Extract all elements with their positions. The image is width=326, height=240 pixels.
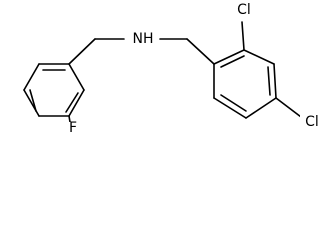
bond <box>213 97 247 119</box>
double-bond-inner <box>267 66 271 96</box>
molecule-structure: NH F Cl Cl <box>23 2 319 136</box>
chlorine-label-2: Cl <box>237 2 251 18</box>
fluorophenyl-ring <box>23 63 85 117</box>
fluorine-label: F <box>69 120 77 136</box>
bond <box>68 63 85 91</box>
bond <box>243 49 275 65</box>
bond-ch2-to-ring <box>186 38 215 65</box>
bond <box>245 97 277 119</box>
double-bond-inner <box>29 89 37 112</box>
bond-ring-to-ch2 <box>68 38 96 65</box>
bond <box>23 63 40 91</box>
bond <box>213 49 245 65</box>
chlorine-label-4: Cl <box>305 114 319 130</box>
bond <box>273 63 277 99</box>
dichlorophenyl-ring <box>213 49 277 119</box>
double-bond-inner <box>220 55 245 68</box>
double-bond-inner <box>65 92 79 113</box>
bond <box>23 89 40 117</box>
bond-ring-to-cl-2 <box>241 21 245 51</box>
bond <box>68 89 85 117</box>
double-bond-inner <box>220 94 247 112</box>
nitrogen-label: NH <box>133 31 154 47</box>
